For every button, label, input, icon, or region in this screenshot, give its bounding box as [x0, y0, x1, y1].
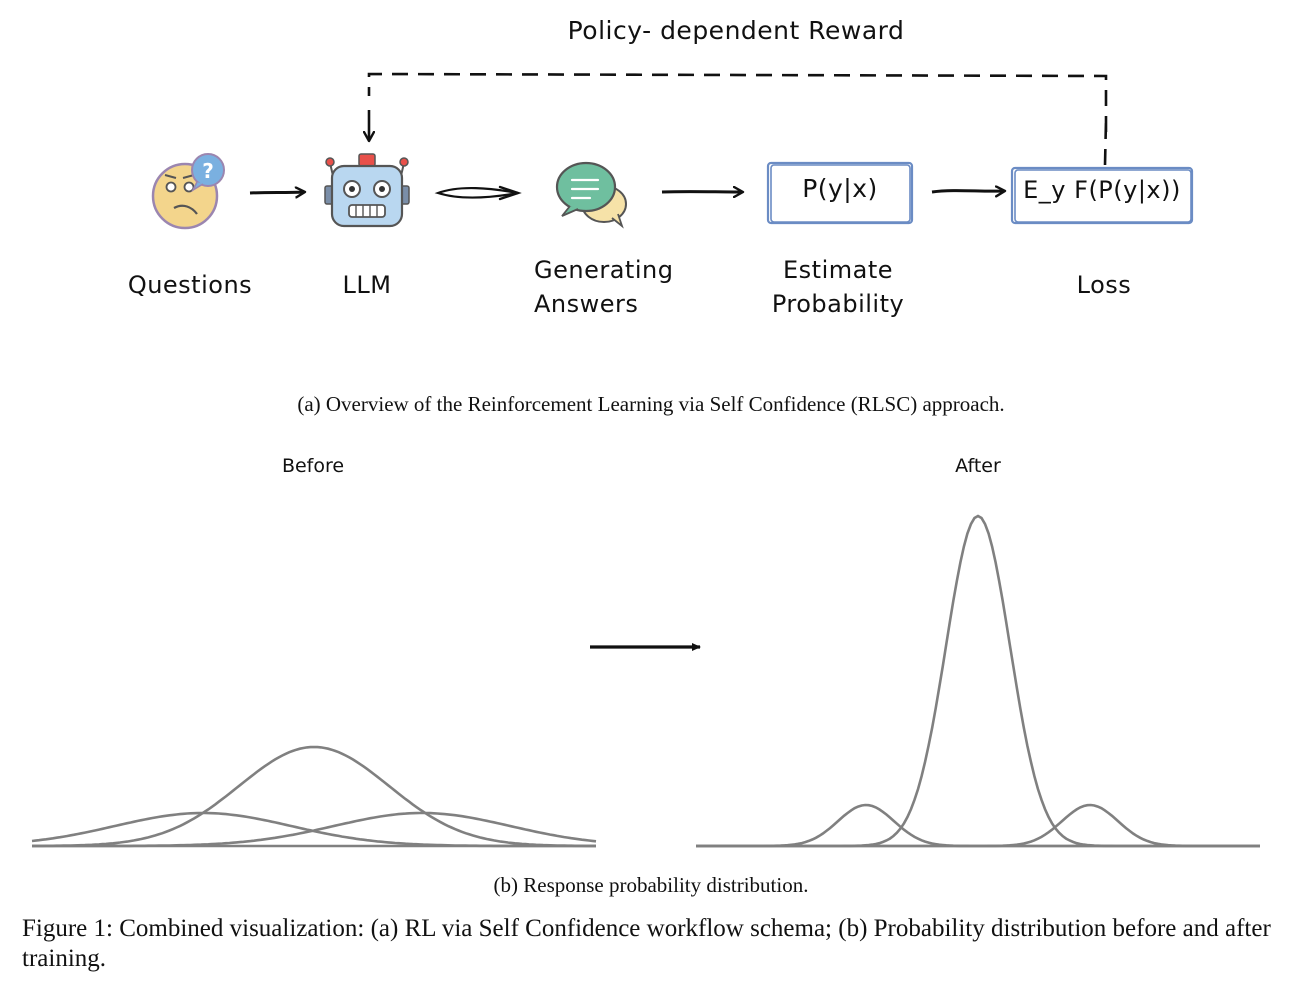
probability-box-text: P(y|x) — [802, 174, 878, 203]
robot-icon — [324, 153, 410, 228]
stage-label-llm: LLM — [342, 271, 392, 299]
feedback-loop-dashed-line — [367, 72, 1108, 166]
arrow-questions-to-llm — [249, 192, 304, 193]
caption-part-b: (b) Response probability distribution. — [493, 873, 809, 897]
figure-caption: Figure 1: Combined visualization: (a) RL… — [22, 915, 1271, 972]
probability-box — [766, 161, 914, 225]
before-title: Before — [281, 455, 345, 477]
stage-label-loss: Loss — [1076, 271, 1132, 299]
before-distribution-plot — [31, 745, 597, 848]
after-distribution-plot — [696, 514, 1260, 848]
caption-part-a: (a) Overview of the Reinforcement Learni… — [297, 392, 1005, 416]
stage-label-generating: Generating Answers — [534, 256, 674, 318]
stage-label-questions: Questions — [127, 271, 253, 299]
loss-formula-box — [1010, 166, 1194, 225]
stage-label-estimate: Estimate Probability — [771, 256, 905, 318]
after-curve-right — [696, 803, 1260, 848]
before-curve-right — [32, 811, 597, 848]
after-title: After — [955, 455, 1001, 477]
confused-face-icon: ? — [151, 153, 225, 230]
chat-bubbles-icon — [555, 161, 627, 229]
after-curve-left — [696, 803, 1260, 848]
svg-text:?: ? — [202, 159, 214, 183]
before-curve-center — [32, 745, 596, 848]
policy-reward-label: Policy- dependent Reward — [567, 16, 905, 45]
loss-formula-text: E_y F(P(y|x)) — [1023, 176, 1181, 204]
after-curve-center — [696, 514, 1260, 848]
arrow-estimate-to-loss — [931, 191, 1004, 192]
